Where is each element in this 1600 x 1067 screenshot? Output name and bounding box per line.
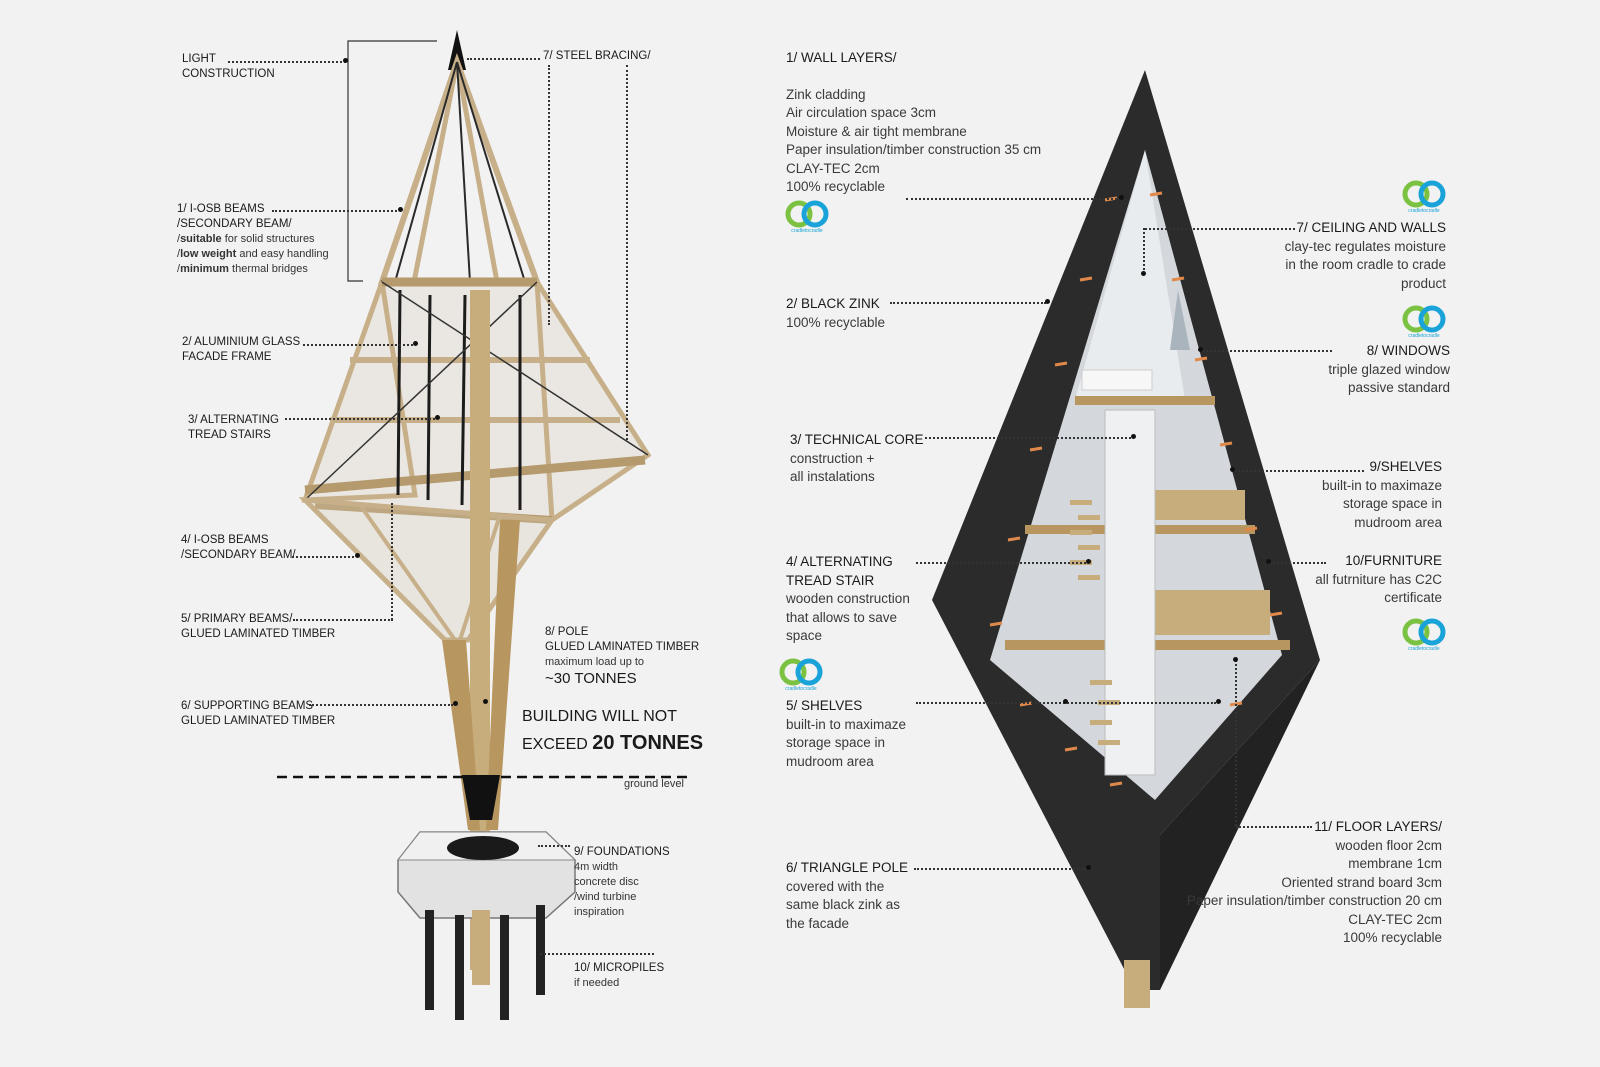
steel-bracing-label: 7/ STEEL BRACING/: [543, 50, 651, 62]
leader-line: [285, 418, 435, 420]
aluminium-frame-label: 2/ ALUMINIUM GLASS FACADE FRAME: [182, 336, 301, 363]
leader-line: [1234, 470, 1364, 472]
light-construction-label: LIGHT CONSTRUCTION: [182, 53, 275, 80]
leader-dot: [1131, 434, 1136, 439]
leader-line: [890, 302, 1046, 304]
iosb-beams-1-label: 1/ I-OSB BEAMS /SECONDARY BEAM/ /suitabl…: [177, 203, 329, 275]
leader-line: [309, 704, 453, 706]
leader-dot: [1198, 347, 1203, 352]
leader-line: [467, 58, 540, 60]
svg-text:cradletocradle: cradletocradle: [791, 228, 823, 234]
leader-line: [293, 619, 393, 621]
leader-line: [626, 65, 628, 440]
cradle-to-cradle-badge: cradletocradle: [1402, 180, 1446, 214]
leader-dot: [1119, 195, 1124, 200]
cradle-to-cradle-badge: cradletocradle: [779, 658, 823, 692]
leader-dot: [398, 207, 403, 212]
cradle-to-cradle-badge: cradletocradle: [785, 200, 829, 234]
foundations-label: 9/ FOUNDATIONS 4m width concrete disc /w…: [574, 846, 670, 918]
leader-line: [906, 198, 1121, 200]
windows-label: 8/ WINDOWS triple glazed window passive …: [1328, 343, 1450, 395]
wall-layers-label: 1/ WALL LAYERS/ Zink cladding Air circul…: [786, 50, 1042, 194]
leader-line: [391, 503, 393, 620]
house-section-illustration: [932, 70, 1320, 1008]
leader-line: [540, 953, 654, 955]
shelves-5-label: 5/ SHELVES built-in to maximaze storage …: [786, 698, 907, 769]
leader-dot: [453, 701, 458, 706]
leader-dot: [1141, 271, 1146, 276]
leader-dot: [1045, 299, 1050, 304]
timber-tower-illustration: [298, 30, 652, 1020]
cradle-to-cradle-badge: cradletocradle: [1402, 305, 1446, 339]
leader-line: [228, 61, 346, 63]
leader-line: [272, 210, 397, 212]
leader-line: [1202, 350, 1332, 352]
alternating-stair-label: 4/ ALTERNATING TREAD STAIR wooden constr…: [786, 554, 910, 643]
svg-text:cradletocradle: cradletocradle: [785, 686, 817, 692]
shelves-9-label: 9/SHELVES built-in to maximaze storage s…: [1321, 459, 1442, 530]
supporting-beams-label: 6/ SUPPORTING BEAMS GLUED LAMINATED TIMB…: [181, 700, 336, 727]
leader-line: [1270, 562, 1326, 564]
black-zinc-label: 2/ BLACK ZINK 100% recyclable: [786, 296, 886, 330]
primary-beams-label: 5/ PRIMARY BEAMS/ GLUED LAMINATED TIMBER: [181, 613, 336, 640]
furniture-label: 10/FURNITURE all futrniture has C2C cert…: [1315, 553, 1442, 605]
leader-dot: [483, 699, 488, 704]
alternating-stairs-label: 3/ ALTERNATING TREAD STAIRS: [188, 414, 279, 441]
leader-line: [1143, 228, 1145, 274]
leader-dot: [1216, 699, 1221, 704]
leader-dot: [1230, 467, 1235, 472]
leader-line: [1235, 660, 1237, 826]
leader-dot: [413, 341, 418, 346]
leader-dot: [1086, 865, 1091, 870]
leader-line: [548, 65, 550, 325]
leader-dot: [1063, 699, 1068, 704]
svg-text:cradletocradle: cradletocradle: [1408, 333, 1440, 339]
floor-layers-label: 11/ FLOOR LAYERS/ wooden floor 2cm membr…: [1186, 819, 1442, 945]
leader-line: [916, 562, 1086, 564]
leader-dot: [343, 58, 348, 63]
ceiling-walls-label: 7/ CEILING AND WALLS clay-tec regulates …: [1284, 220, 1446, 291]
cradle-to-cradle-badge: cradletocradle: [1402, 618, 1446, 652]
leader-line: [1145, 228, 1295, 230]
micropiles-label: 10/ MICROPILES if needed: [574, 962, 665, 989]
leader-line: [303, 344, 413, 346]
weight-limit-note: BUILDING WILL NOT EXCEED 20 TONNES: [522, 708, 704, 754]
iosb-beams-4-label: 4/ I-OSB BEAMS /SECONDARY BEAM/: [181, 534, 296, 561]
pole-label: 8/ POLE GLUED LAMINATED TIMBER maximum l…: [545, 626, 700, 687]
technical-core-label: 3/ TECHNICAL CORE construction + all ins…: [790, 432, 924, 484]
leader-dot: [355, 553, 360, 558]
leader-line: [1236, 826, 1312, 828]
triangle-pole-label: 6/ TRIANGLE POLE covered with the same b…: [786, 860, 909, 931]
leader-line: [914, 868, 1086, 870]
leader-line: [292, 556, 354, 558]
leader-dot: [1233, 657, 1238, 662]
leader-dot: [435, 415, 440, 420]
leader-line: [925, 437, 1131, 439]
leader-dot: [1266, 559, 1271, 564]
svg-text:cradletocradle: cradletocradle: [1408, 208, 1440, 214]
ground-level-label: ground level: [624, 778, 684, 790]
leader-dot: [1086, 559, 1091, 564]
svg-text:cradletocradle: cradletocradle: [1408, 646, 1440, 652]
leader-line: [538, 845, 570, 847]
